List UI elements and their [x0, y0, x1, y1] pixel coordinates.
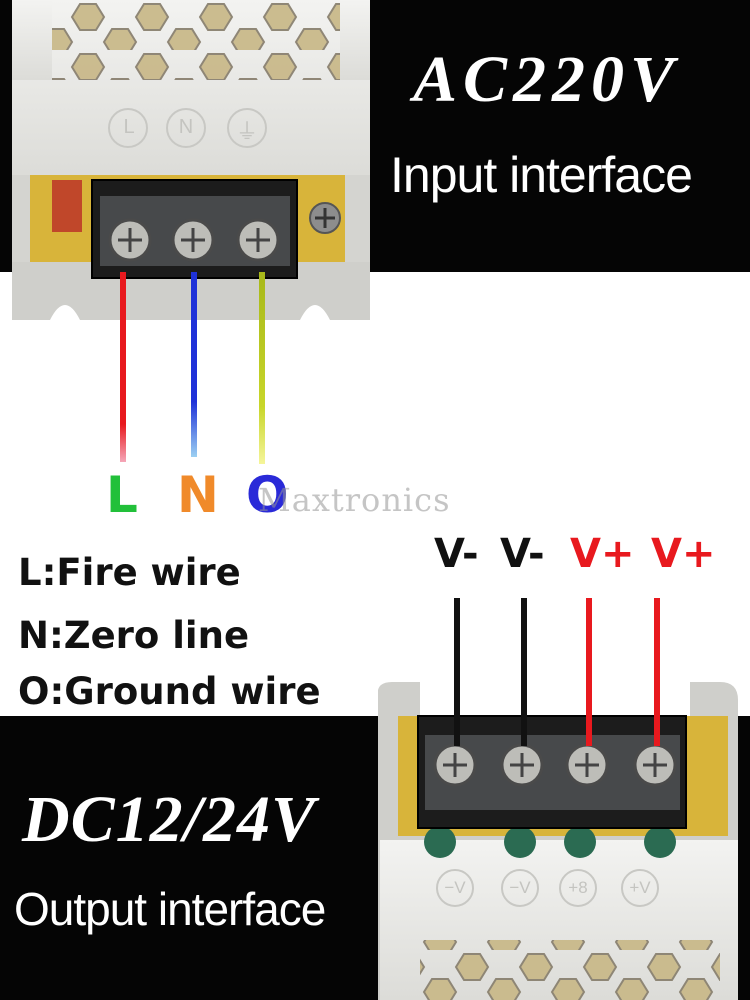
input-voltage-title: AC220V	[413, 43, 681, 116]
terminal-mark-v-plus-1: +8	[568, 878, 588, 897]
output-label-v-plus-1: V+	[570, 531, 635, 577]
legend-zero-line: N:Zero line	[18, 614, 250, 657]
fire-wire	[120, 272, 126, 462]
terminal-mark-v-plus-2: +V	[629, 878, 651, 897]
output-wire-positive-2	[654, 598, 660, 746]
legend-ground-wire: O:Ground wire	[18, 670, 321, 713]
terminal-mark-v-minus-1: −V	[444, 878, 466, 897]
output-wire-negative-2	[521, 598, 527, 746]
output-label-v-minus-2: V-	[500, 531, 545, 577]
ground-wire	[259, 272, 265, 464]
legend-fire-wire: L:Fire wire	[18, 551, 241, 594]
output-wire-positive-1	[586, 598, 592, 746]
wire-letter-l: L	[106, 466, 138, 524]
wire-letter-o: O	[246, 466, 289, 524]
wire-letter-n: N	[177, 466, 219, 524]
ground-icon: ⏚	[236, 119, 259, 144]
watermark: Maxtronics	[258, 481, 451, 519]
input-power-supply	[12, 0, 370, 320]
terminal-mark-v-minus-2: −V	[509, 878, 531, 897]
output-label-v-minus-1: V-	[434, 531, 479, 577]
terminal-mark-n: N	[178, 116, 194, 138]
output-power-supply	[378, 682, 738, 1000]
zero-wire	[191, 272, 197, 457]
output-voltage-title: DC12/24V	[22, 783, 317, 856]
terminal-mark-l: L	[123, 116, 135, 138]
output-label-v-plus-2: V+	[651, 531, 716, 577]
input-interface-label: Input interface	[390, 147, 693, 203]
output-wire-negative-1	[454, 598, 460, 746]
output-interface-label: Output interface	[14, 883, 326, 935]
